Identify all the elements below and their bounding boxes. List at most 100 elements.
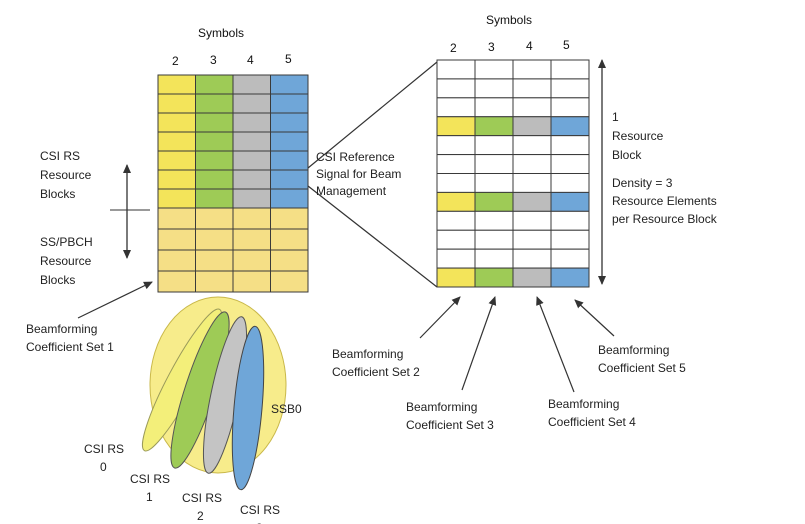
arrow-set-1 bbox=[77, 281, 153, 319]
beamforming-set-4-label: Beamforming Coefficient Set 4 bbox=[548, 397, 636, 429]
csi-rs-resource-cell bbox=[157, 188, 196, 209]
csi-rs-resource-element bbox=[550, 116, 590, 137]
csi-rs-resource-cell bbox=[195, 150, 234, 171]
csi-rs-0-label: CSI RS 0 bbox=[84, 442, 127, 474]
csi-rs-resource-cell bbox=[157, 112, 196, 133]
csi-rs-resource-cell bbox=[195, 93, 234, 114]
resource-element bbox=[512, 210, 552, 231]
resource-element bbox=[550, 248, 590, 269]
csi-rs-resource-cell bbox=[157, 74, 196, 95]
csi-rs-resource-cell bbox=[232, 93, 271, 114]
resource-element bbox=[550, 97, 590, 118]
resource-element bbox=[436, 154, 476, 174]
resource-element bbox=[550, 173, 590, 193]
csi-rs-resource-cell bbox=[232, 74, 271, 95]
ss-pbch-resource-cell bbox=[195, 249, 234, 272]
csi-rs-resource-element bbox=[512, 191, 552, 212]
left-symbols-title: Symbols bbox=[198, 26, 244, 40]
csi-rs-resource-cell bbox=[157, 169, 196, 190]
density-label: Density = 3 Resource Elements per Resour… bbox=[612, 176, 720, 226]
resource-element bbox=[474, 248, 514, 269]
ss-pbch-resource-blocks-label: SS/PBCH Resource Blocks bbox=[40, 235, 96, 287]
beamforming-set-3-label: Beamforming Coefficient Set 3 bbox=[406, 400, 494, 432]
ss-pbch-resource-cell bbox=[270, 207, 309, 230]
beamforming-set-5-label: Beamforming Coefficient Set 5 bbox=[598, 343, 686, 375]
resource-element bbox=[436, 78, 476, 99]
resource-element bbox=[474, 229, 514, 250]
csi-rs-resource-cell bbox=[195, 74, 234, 95]
csi-rs-resource-cell bbox=[157, 131, 196, 152]
csi-rs-resource-cell bbox=[270, 93, 309, 114]
csi-rs-resource-element bbox=[436, 267, 476, 288]
csi-rs-resource-cell bbox=[232, 112, 271, 133]
resource-element bbox=[512, 248, 552, 269]
resource-element bbox=[474, 78, 514, 99]
csi-rs-3-beam bbox=[231, 325, 265, 491]
ss-pbch-resource-cell bbox=[270, 270, 309, 293]
csi-rs-resource-element bbox=[512, 267, 552, 288]
resource-element bbox=[436, 59, 476, 80]
resource-element bbox=[474, 59, 514, 80]
arrow-set-2 bbox=[419, 296, 461, 339]
csi-rs-resource-cell bbox=[270, 150, 309, 171]
csi-rs-resource-cell bbox=[270, 74, 309, 95]
csi-rs-resource-cell bbox=[195, 131, 234, 152]
resource-element bbox=[512, 78, 552, 99]
ss-pbch-resource-cell bbox=[157, 207, 196, 230]
csi-rs-resource-element bbox=[436, 116, 476, 137]
csi-rs-resource-cell bbox=[270, 112, 309, 133]
resource-element bbox=[436, 97, 476, 118]
arrow-set-4 bbox=[536, 296, 575, 393]
right-col-label-4: 4 bbox=[526, 39, 533, 53]
resource-element bbox=[550, 229, 590, 250]
csi-rs-resource-element bbox=[474, 116, 514, 137]
left-col-label-3: 3 bbox=[210, 53, 217, 67]
csi-rs-resource-cell bbox=[195, 169, 234, 190]
csi-rs-resource-cell bbox=[195, 188, 234, 209]
csi-rs-resource-cell bbox=[270, 169, 309, 190]
csi-rs-resource-element bbox=[474, 267, 514, 288]
left-col-label-2: 2 bbox=[172, 54, 179, 68]
ss-pbch-resource-cell bbox=[232, 270, 271, 293]
left-resource-grid bbox=[157, 74, 309, 293]
ss-pbch-resource-cell bbox=[270, 249, 309, 272]
csi-rs-resource-element bbox=[474, 191, 514, 212]
one-resource-block-label: 1 Resource Block bbox=[612, 110, 667, 162]
resource-element bbox=[512, 154, 552, 174]
resource-element bbox=[550, 154, 590, 174]
resource-element bbox=[436, 210, 476, 231]
csi-rs-resource-element bbox=[436, 191, 476, 212]
resource-element bbox=[550, 135, 590, 156]
resource-element bbox=[436, 248, 476, 269]
ss-pbch-resource-cell bbox=[157, 228, 196, 251]
ss-pbch-resource-cell bbox=[157, 270, 196, 293]
resource-element bbox=[512, 229, 552, 250]
resource-element bbox=[474, 97, 514, 118]
right-resource-grid bbox=[436, 59, 590, 288]
csi-rs-2-label: CSI RS 2 bbox=[182, 491, 225, 523]
arrow-set-5 bbox=[574, 299, 615, 337]
ss-pbch-resource-cell bbox=[232, 228, 271, 251]
right-col-label-2: 2 bbox=[450, 41, 457, 55]
csi-rs-3-label: CSI RS 3 bbox=[240, 503, 283, 524]
resource-element bbox=[474, 210, 514, 231]
beamforming-set-1-label: Beamforming Coefficient Set 1 bbox=[26, 322, 114, 354]
zoom-line-bottom bbox=[307, 185, 438, 288]
csi-rs-resource-cell bbox=[270, 131, 309, 152]
ss-pbch-resource-cell bbox=[157, 249, 196, 272]
ss-pbch-resource-cell bbox=[270, 228, 309, 251]
arrow-set-3 bbox=[461, 296, 497, 391]
csi-rs-resource-element bbox=[550, 191, 590, 212]
resource-element bbox=[512, 173, 552, 193]
csi-rs-resource-cell bbox=[232, 188, 271, 209]
csi-rs-resource-cell bbox=[195, 112, 234, 133]
resource-element bbox=[436, 173, 476, 193]
right-col-label-3: 3 bbox=[488, 40, 495, 54]
csi-rs-resource-cell bbox=[232, 150, 271, 171]
resource-element bbox=[474, 135, 514, 156]
beam-pattern bbox=[141, 296, 287, 491]
resource-element bbox=[474, 173, 514, 193]
csi-rs-1-label: CSI RS 1 bbox=[130, 472, 173, 504]
csi-rs-resource-element bbox=[512, 116, 552, 137]
